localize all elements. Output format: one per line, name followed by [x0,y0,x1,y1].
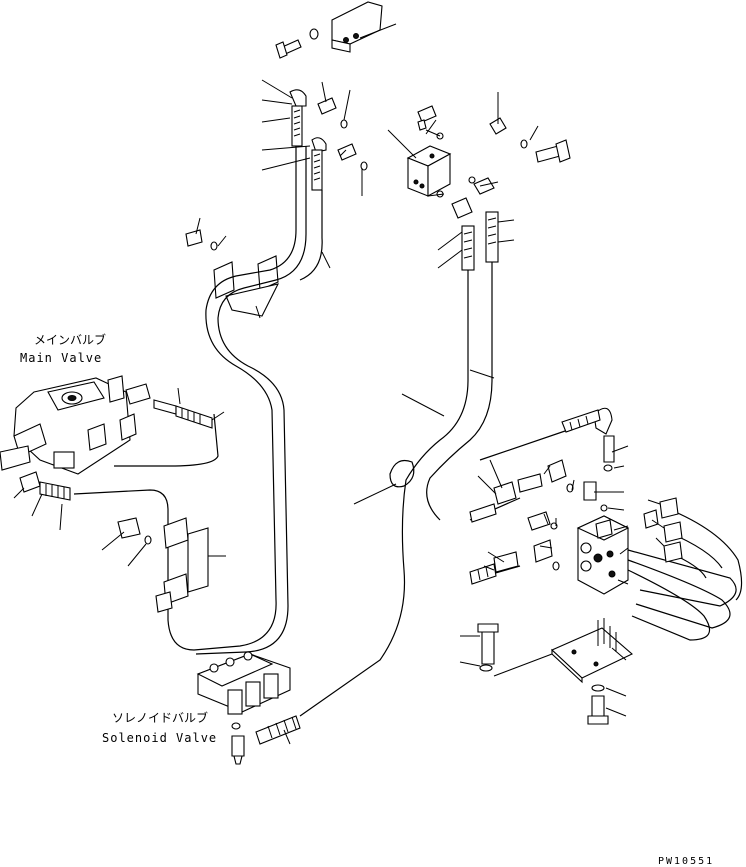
hose-clamp-lower [155,517,209,613]
solenoid-valve-label-jp: ソレノイドバルブ [112,710,208,725]
solenoid-valve-label: ソレノイドバルブ Solenoid Valve [102,710,217,745]
mounting-plate [477,618,633,725]
hose-lines [73,146,743,717]
hose-clamp-upper [213,255,280,317]
fittings-upper [185,89,571,271]
manifold-block [469,407,630,595]
mounting-bracket [331,1,383,53]
solenoid-valve-label-en: Solenoid Valve [102,731,217,745]
main-valve-label-en: Main Valve [20,351,102,365]
solenoid-valve [196,651,301,765]
main-valve-label-jp: メインバルブ [34,332,106,347]
electrical-connectors [643,497,683,563]
main-valve [0,375,213,545]
distribution-block [406,145,452,197]
leader-lines [13,23,665,745]
drawing-code: PW10551 [658,856,714,867]
main-valve-label: メインバルブ Main Valve [20,332,106,365]
bracket-bolt [275,28,319,59]
